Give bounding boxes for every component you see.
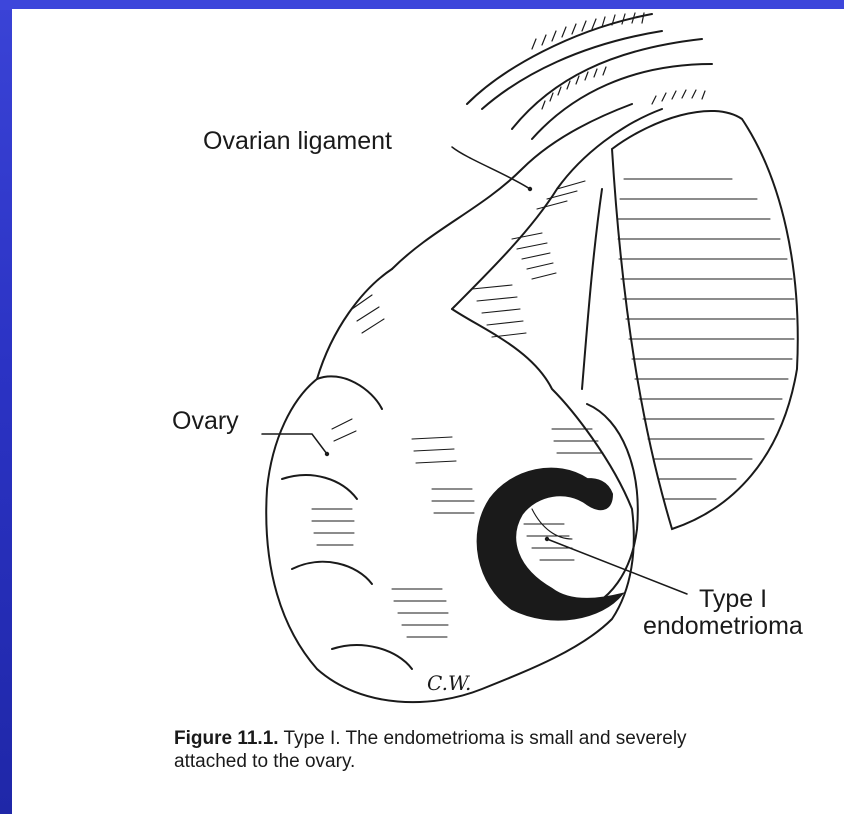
figure-caption: Figure 11.1. Type I. The endometrioma is… bbox=[174, 727, 844, 773]
label-endometrioma-line2: endometrioma bbox=[643, 612, 803, 640]
fallopian-tube bbox=[467, 13, 712, 139]
label-endometrioma-line1: Type I bbox=[699, 585, 767, 613]
caption-text-1: Type I. The endometrioma is small and se… bbox=[283, 728, 686, 749]
label-ovary: Ovary bbox=[172, 407, 239, 435]
leader-ovary bbox=[262, 434, 327, 454]
label-ovarian-ligament: Ovarian ligament bbox=[203, 127, 392, 155]
figure-page: Ovarian ligament Ovary Type I endometrio… bbox=[12, 9, 844, 814]
endometrioma-wall bbox=[478, 469, 622, 620]
caption-text-2: attached to the ovary. bbox=[174, 750, 844, 773]
caption-line-1: Figure 11.1. Type I. The endometrioma is… bbox=[174, 727, 844, 750]
leader-endometrioma bbox=[547, 539, 687, 594]
figure-number: Figure 11.1. bbox=[174, 728, 279, 749]
artist-signature: C.W. bbox=[427, 669, 471, 697]
ovarian-ligament bbox=[392, 104, 662, 309]
mesovarium bbox=[582, 111, 798, 529]
leader-ovarian-ligament bbox=[452, 147, 530, 189]
